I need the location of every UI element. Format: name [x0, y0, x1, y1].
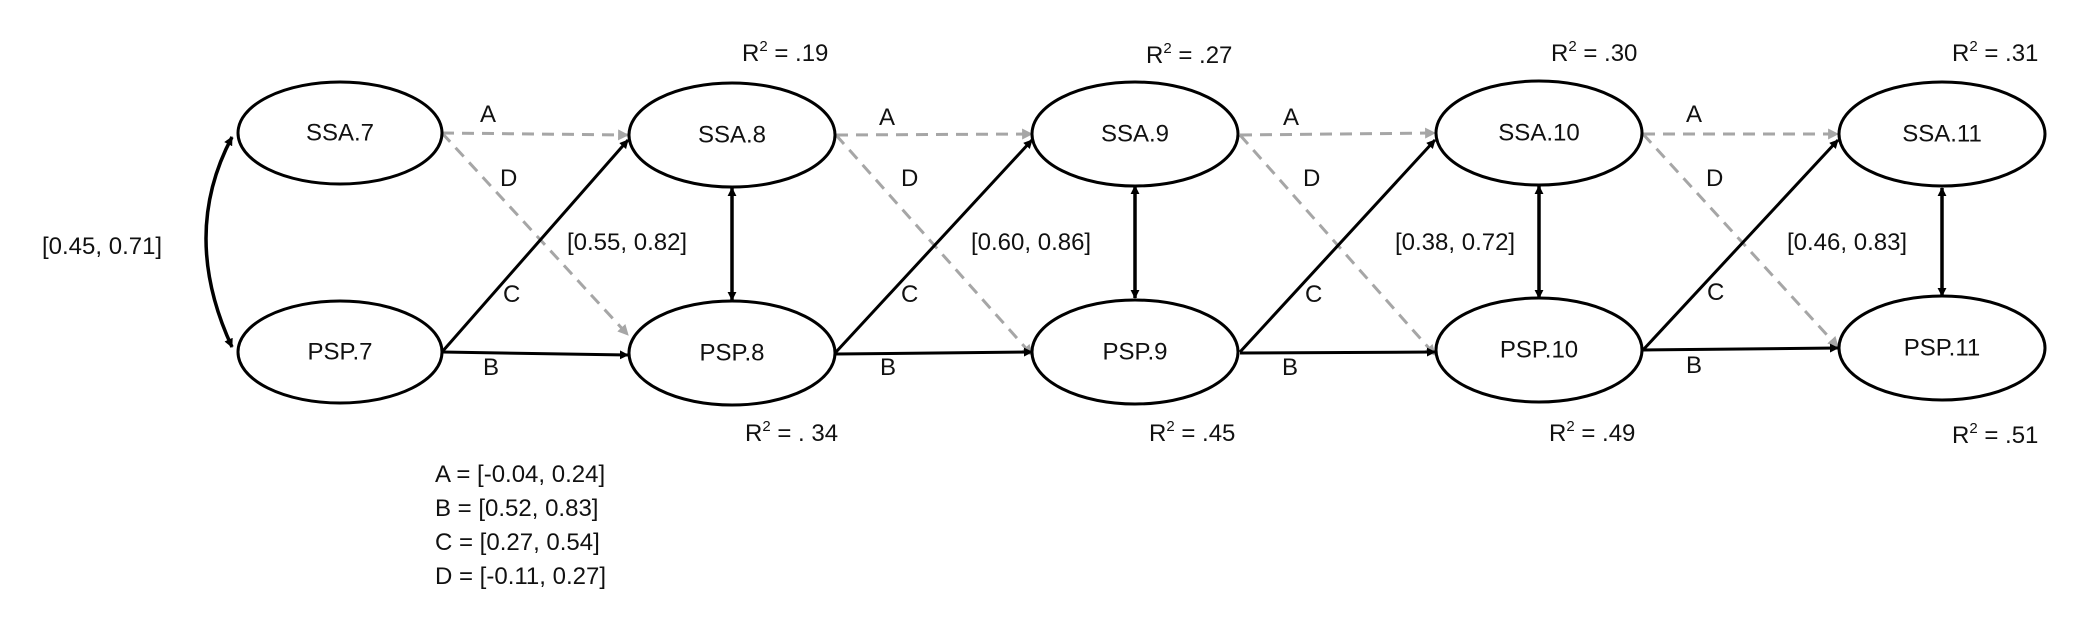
node-psp-8: PSP.8	[627, 299, 837, 407]
path-b-label-8-9: B	[880, 354, 896, 381]
path-c-10-11	[1641, 138, 1840, 352]
path-a-label-7-8: A	[480, 101, 496, 128]
node-ssa-9-label: SSA.9	[1101, 121, 1169, 148]
node-ssa-11-label: SSA.11	[1902, 121, 1982, 148]
r-squared-psp-8: R2 = . 34	[745, 418, 838, 447]
node-ssa-8-label: SSA.8	[698, 122, 766, 149]
r-squared-ssa-8: R2 = .19	[742, 38, 828, 67]
node-psp-7: PSP.7	[236, 299, 444, 405]
covariance-ci-10: [0.38, 0.72]	[1395, 229, 1515, 256]
path-b-7-8	[441, 350, 629, 360]
path-c-label-9-10: C	[1305, 281, 1322, 308]
path-d-10-11	[1641, 132, 1840, 349]
node-psp-9: PSP.9	[1030, 298, 1240, 406]
covariance-ci-11: [0.46, 0.83]	[1787, 229, 1907, 256]
node-psp-11: PSP.11	[1837, 294, 2047, 402]
covariance-ci-9: [0.60, 0.86]	[971, 229, 1091, 256]
path-a-label-9-10: A	[1283, 104, 1299, 131]
path-b-label-9-10: B	[1282, 354, 1298, 381]
path-b-9-10	[1239, 347, 1436, 357]
node-psp-11-label: PSP.11	[1904, 335, 1981, 362]
path-d-label-10-11: D	[1706, 165, 1723, 192]
r-squared-ssa-11: R2 = .31	[1952, 38, 2038, 67]
node-psp-7-label: PSP.7	[308, 339, 373, 366]
node-ssa-10: SSA.10	[1434, 79, 1644, 187]
covariance-arrow-7	[204, 136, 234, 348]
path-c-8-9	[834, 138, 1034, 354]
path-a-9-10	[1239, 127, 1437, 139]
node-ssa-7-label: SSA.7	[306, 120, 374, 147]
path-a-label-8-9: A	[879, 104, 895, 131]
node-ssa-11: SSA.11	[1837, 80, 2047, 188]
path-c-label-10-11: C	[1707, 279, 1724, 306]
path-a-7-8	[441, 129, 630, 141]
legend-a: A = [-0.04, 0.24]	[435, 461, 605, 488]
path-d-7-8	[440, 131, 630, 337]
node-ssa-8: SSA.8	[627, 81, 837, 189]
path-d-label-7-8: D	[500, 165, 517, 192]
covariance-ci-7: [0.45, 0.71]	[42, 233, 162, 260]
node-ssa-10-label: SSA.10	[1498, 120, 1579, 147]
path-a-label-10-11: A	[1686, 101, 1702, 128]
path-c-9-10	[1238, 138, 1437, 354]
path-ci-legend: A = [-0.04, 0.24] B = [0.52, 0.83] C = […	[435, 461, 606, 590]
legend-c: C = [0.27, 0.54]	[435, 529, 600, 556]
r-squared-psp-10: R2 = .49	[1549, 418, 1635, 447]
covariance-ci-8: [0.55, 0.82]	[567, 229, 687, 256]
path-c-label-7-8: C	[503, 281, 520, 308]
path-c-label-8-9: C	[901, 281, 918, 308]
r-squared-psp-9: R2 = .45	[1149, 418, 1235, 447]
path-d-label-9-10: D	[1303, 165, 1320, 192]
node-psp-10-label: PSP.10	[1500, 337, 1578, 364]
node-psp-8-label: PSP.8	[700, 340, 765, 367]
path-b-label-7-8: B	[483, 354, 499, 381]
path-a-8-9	[835, 128, 1034, 140]
path-b-label-10-11: B	[1686, 352, 1702, 379]
node-ssa-7: SSA.7	[236, 80, 444, 186]
node-psp-9-label: PSP.9	[1103, 339, 1168, 366]
r-squared-ssa-10: R2 = .30	[1551, 38, 1637, 67]
node-psp-10: PSP.10	[1434, 296, 1644, 404]
r-squared-ssa-9: R2 = .27	[1146, 40, 1232, 69]
path-b-10-11	[1642, 343, 1839, 353]
path-b-8-9	[835, 347, 1033, 357]
path-d-label-8-9: D	[901, 165, 918, 192]
node-ssa-9: SSA.9	[1030, 80, 1240, 188]
path-c-7-8	[440, 139, 630, 353]
legend-d: D = [-0.11, 0.27]	[435, 563, 606, 590]
r-squared-psp-11: R2 = .51	[1952, 420, 2038, 449]
legend-b: B = [0.52, 0.83]	[435, 495, 598, 522]
